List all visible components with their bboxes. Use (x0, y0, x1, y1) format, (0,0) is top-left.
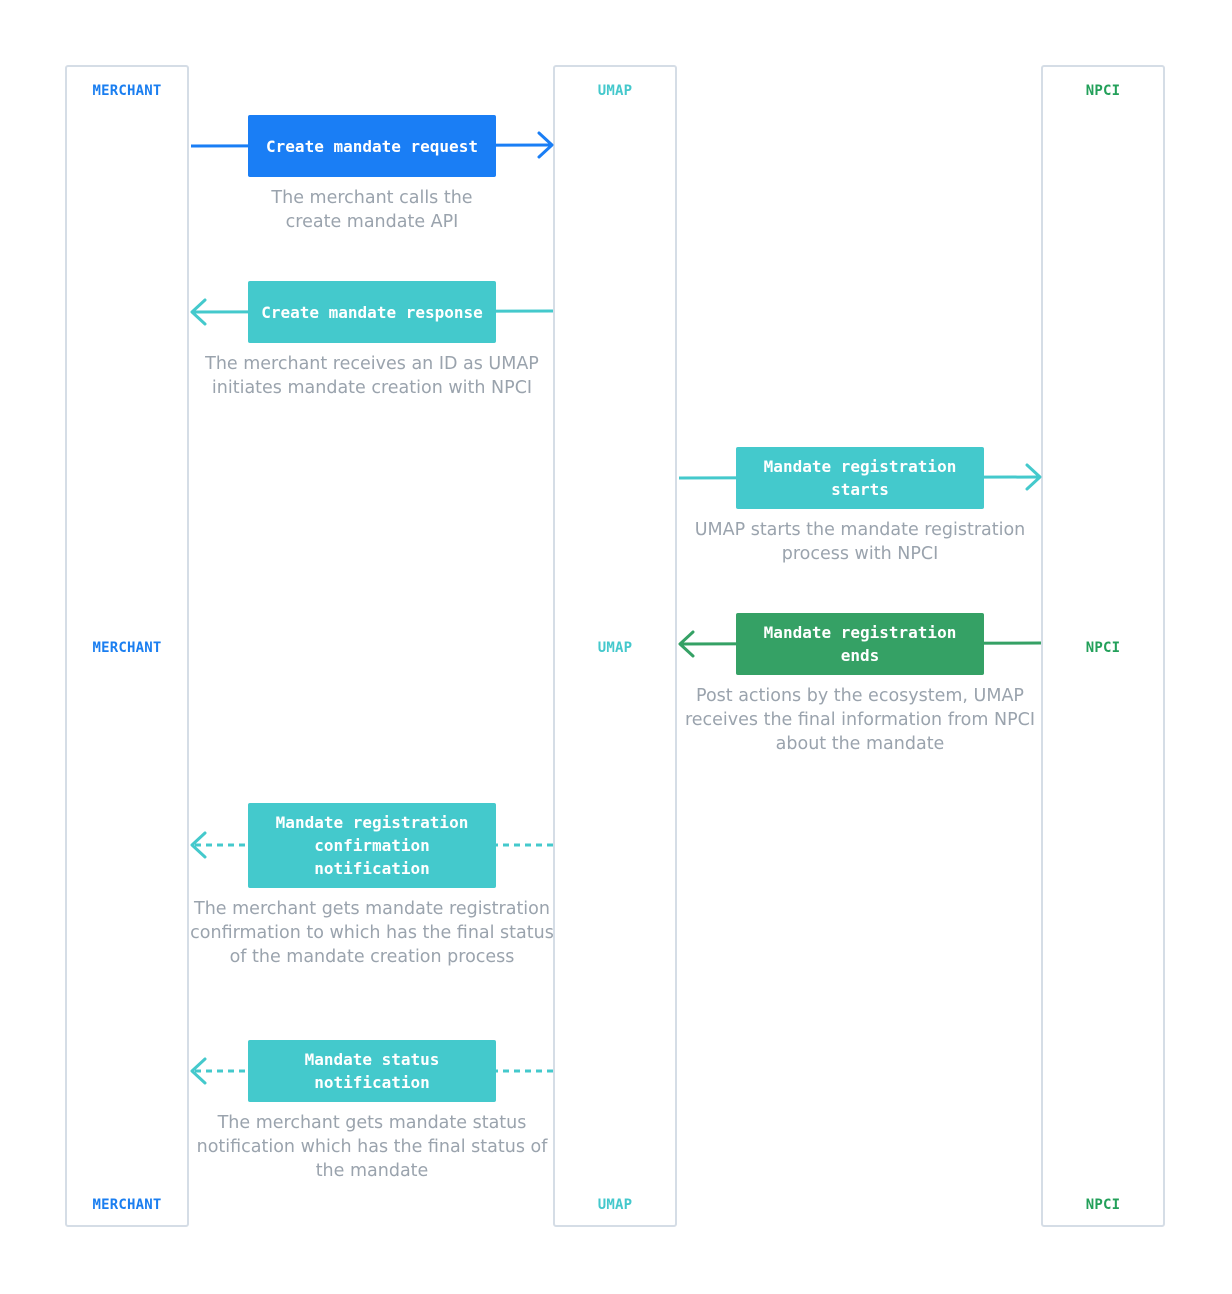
message-box-create-mandate-response: Create mandate response (248, 281, 496, 343)
lane-umap: UMAP UMAP UMAP (553, 65, 677, 1227)
message-description-mandate-registration-confirmation: The merchant gets mandate registration c… (190, 899, 554, 967)
message-box-mandate-registration-confirmation: Mandate registration confirmation notifi… (248, 803, 496, 888)
lane-umap-label-bottom: UMAP (597, 1197, 633, 1213)
message-box-mandate-status-notification: Mandate status notification (248, 1040, 496, 1102)
lane-merchant: MERCHANT MERCHANT MERCHANT (65, 65, 189, 1227)
message-description-mandate-status-notification: The merchant gets mandate status notific… (196, 1113, 548, 1181)
message-box-create-mandate-request: Create mandate request (248, 115, 496, 177)
lane-merchant-label-middle: MERCHANT (92, 640, 162, 656)
lane-umap-label-top: UMAP (597, 83, 633, 99)
lane-npci-label-top: NPCI (1085, 83, 1121, 99)
lane-merchant-label-bottom: MERCHANT (92, 1197, 162, 1213)
message-box-mandate-registration-ends: Mandate registration ends (736, 613, 984, 675)
lane-umap-label-middle: UMAP (597, 640, 633, 656)
message-description-mandate-registration-starts: UMAP starts the mandate registration pro… (694, 520, 1026, 564)
message-description-mandate-registration-ends: Post actions by the ecosystem, UMAP rece… (684, 686, 1036, 754)
lane-merchant-label-top: MERCHANT (92, 83, 162, 99)
lane-npci: NPCI NPCI NPCI (1041, 65, 1165, 1227)
message-description-create-mandate-request: The merchant calls the create mandate AP… (271, 188, 473, 232)
message-description-create-mandate-response: The merchant receives an ID as UMAP init… (205, 354, 539, 398)
lane-npci-label-bottom: NPCI (1085, 1197, 1121, 1213)
message-box-mandate-registration-starts: Mandate registration starts (736, 447, 984, 509)
lane-npci-label-middle: NPCI (1085, 640, 1121, 656)
